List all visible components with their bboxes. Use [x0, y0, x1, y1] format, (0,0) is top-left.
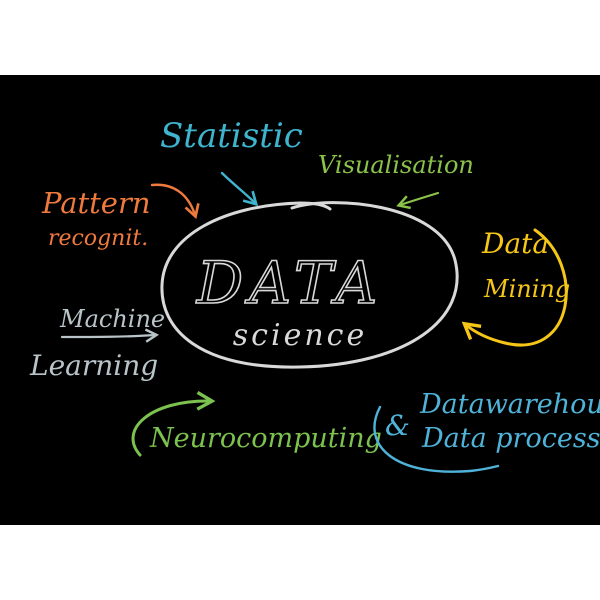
node-visualisation: Visualisation — [318, 151, 474, 179]
center-ellipse — [160, 201, 459, 369]
chalkboard: DATA science Statistic Visualisation Pat… — [0, 75, 600, 525]
node-machine-line1: Machine — [59, 305, 165, 333]
arrow-machine — [60, 328, 160, 343]
node-pattern-line2: recognit. — [48, 226, 148, 251]
node-warehouse-line2: Data processing — [421, 423, 600, 454]
arrow-mining — [461, 228, 568, 347]
node-warehouse-prefix: & — [385, 409, 410, 442]
center-subtitle: science — [233, 318, 367, 353]
node-mining-line2: Mining — [483, 275, 570, 303]
arrow-neuro — [131, 390, 216, 457]
arrow-pattern — [150, 183, 200, 220]
data-science-diagram: DATA science Statistic Visualisation Pat… — [29, 116, 600, 473]
node-statistic: Statistic — [160, 116, 303, 156]
center-title: DATA — [196, 249, 384, 317]
node-warehouse-line1: Datawarehouse — [419, 389, 600, 420]
arrow-warehouse — [373, 405, 500, 473]
arrow-visualisation — [396, 191, 440, 210]
arrow-statistic — [220, 171, 259, 207]
node-pattern-line1: Pattern — [41, 186, 151, 220]
node-machine-line2: Learning — [29, 349, 158, 382]
node-neuro: Neurocomputing — [149, 423, 382, 454]
